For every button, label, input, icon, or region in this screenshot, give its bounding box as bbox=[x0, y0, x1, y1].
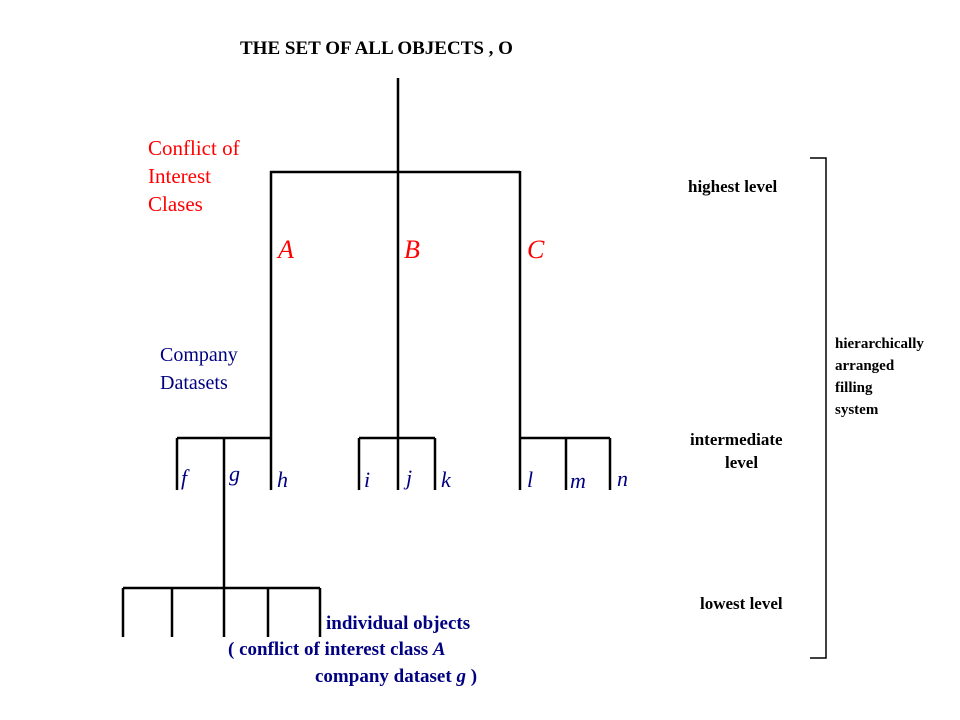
class-label-b: B bbox=[404, 235, 420, 264]
level-range-bracket bbox=[810, 157, 827, 659]
objects-label-class-prefix: ( conflict of interest class bbox=[228, 639, 428, 660]
dataset-label-i: i bbox=[364, 467, 370, 492]
coi-label-line-2: Interest bbox=[148, 164, 211, 188]
objects-label-line-1: individual objects bbox=[326, 613, 470, 634]
objects-label-dataset-prefix: company dataset bbox=[315, 666, 452, 687]
level-label-intermediate-line-1: intermediate bbox=[690, 430, 783, 449]
side-label-line-3: filling bbox=[835, 380, 873, 396]
level-label-intermediate-line-2: level bbox=[725, 453, 758, 472]
company-datasets-label: Company Datasets bbox=[160, 344, 238, 394]
filing-system-label: hierarchically arranged filling system bbox=[835, 336, 924, 418]
level-label-highest: highest level bbox=[688, 177, 778, 196]
conflict-of-interest-label: Conflict of Interest Clases bbox=[148, 136, 240, 216]
hierarchy-tree-lines bbox=[121, 78, 612, 637]
objects-label-line-2: ( conflict of interest class A bbox=[228, 639, 446, 660]
dataset-label-h: h bbox=[277, 467, 288, 492]
diagram-title: THE SET OF ALL OBJECTS , O bbox=[240, 38, 513, 59]
class-label-c: C bbox=[527, 235, 545, 264]
individual-objects-label: individual objects ( conflict of interes… bbox=[228, 613, 477, 687]
company-label-line-1: Company bbox=[160, 344, 238, 366]
dataset-label-n: n bbox=[617, 466, 628, 491]
level-label-lowest: lowest level bbox=[700, 594, 783, 613]
coi-label-line-3: Clases bbox=[148, 192, 203, 216]
side-label-line-2: arranged bbox=[835, 358, 895, 374]
dataset-label-m: m bbox=[570, 468, 586, 493]
dataset-label-l: l bbox=[527, 467, 533, 492]
class-label-a: A bbox=[276, 235, 294, 264]
dataset-label-j: j bbox=[403, 465, 412, 490]
company-label-line-2: Datasets bbox=[160, 372, 228, 394]
dataset-labels: f g h i j k l m n bbox=[181, 461, 628, 493]
level-label-intermediate: intermediate level bbox=[690, 430, 783, 472]
objects-label-close-paren: ) bbox=[471, 666, 477, 687]
dataset-label-k: k bbox=[441, 467, 452, 492]
side-label-line-4: system bbox=[835, 402, 879, 418]
coi-label-line-1: Conflict of bbox=[148, 136, 240, 160]
objects-label-dataset-letter: g bbox=[455, 666, 466, 687]
objects-label-line-3: company dataset g ) bbox=[315, 666, 477, 687]
dataset-label-g: g bbox=[229, 461, 240, 486]
side-label-line-1: hierarchically bbox=[835, 336, 924, 352]
objects-label-class-letter: A bbox=[432, 639, 446, 660]
dataset-label-f: f bbox=[181, 465, 190, 490]
